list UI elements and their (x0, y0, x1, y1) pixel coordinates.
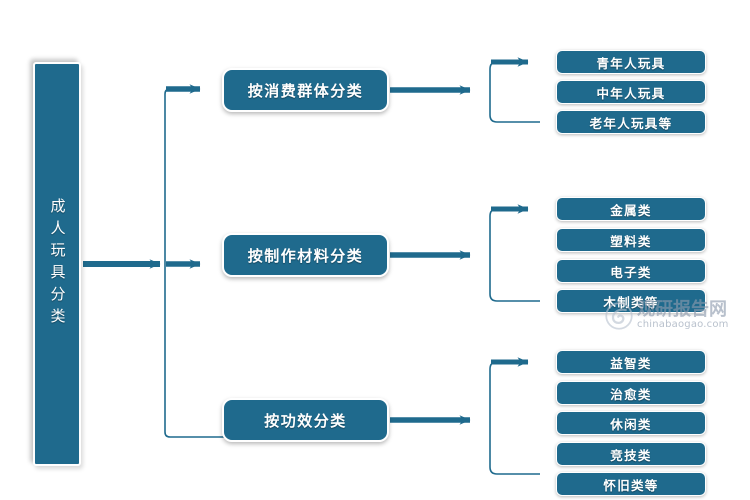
leaf-node-2-1-label: 金属类 (610, 202, 652, 218)
leaf-node-3-3[interactable]: 休闲类 (556, 411, 706, 435)
root-node-label: 成人玩具分类 (48, 198, 67, 330)
leaf-node-3-1[interactable]: 益智类 (556, 350, 706, 374)
leaf-node-3-1-label: 益智类 (610, 355, 652, 371)
branch-node-2[interactable]: 按制作材料分类 (222, 233, 389, 277)
leaf-node-1-1[interactable]: 青年人玩具 (556, 50, 706, 74)
leaf-node-2-3-label: 电子类 (610, 264, 652, 280)
leaf-node-3-5-label: 怀旧类等 (603, 477, 659, 493)
leaf-node-1-3[interactable]: 老年人玩具等 (556, 110, 706, 134)
leaf-node-2-4-label: 木制类等 (603, 294, 659, 310)
leaf-node-2-4[interactable]: 木制类等 (556, 289, 706, 313)
branch-node-2-label: 按制作材料分类 (247, 246, 364, 265)
leaf-node-3-2-label: 治愈类 (610, 386, 652, 402)
leaf-node-2-2-label: 塑料类 (610, 233, 652, 249)
connector-branch-1-spine (489, 61, 540, 123)
leaf-node-1-1-label: 青年人玩具 (596, 55, 666, 71)
branch-node-1[interactable]: 按消费群体分类 (222, 68, 389, 112)
leaf-node-1-2[interactable]: 中年人玩具 (556, 80, 706, 104)
leaf-node-3-3-label: 休闲类 (610, 416, 652, 432)
watermark-brand-url: chinabaogao.com (637, 319, 729, 330)
leaf-node-2-2[interactable]: 塑料类 (556, 228, 706, 252)
leaf-node-3-5[interactable]: 怀旧类等 (556, 472, 706, 496)
leaf-node-2-1[interactable]: 金属类 (556, 197, 706, 221)
leaf-node-3-4[interactable]: 竞技类 (556, 442, 706, 466)
branch-node-1-label: 按消费群体分类 (247, 81, 364, 100)
connector-branch-3-spine (489, 361, 540, 475)
leaf-node-2-3[interactable]: 电子类 (556, 259, 706, 283)
leaf-node-3-4-label: 竞技类 (610, 447, 652, 463)
leaf-node-1-3-label: 老年人玩具等 (589, 115, 673, 131)
leaf-node-1-2-label: 中年人玩具 (596, 85, 666, 101)
leaf-node-3-2[interactable]: 治愈类 (556, 381, 706, 405)
root-node[interactable]: 成人玩具分类 (33, 62, 81, 466)
branch-node-3-label: 按功效分类 (264, 411, 347, 430)
connector-branch-2-spine (489, 208, 540, 302)
branch-node-3[interactable]: 按功效分类 (222, 398, 389, 442)
